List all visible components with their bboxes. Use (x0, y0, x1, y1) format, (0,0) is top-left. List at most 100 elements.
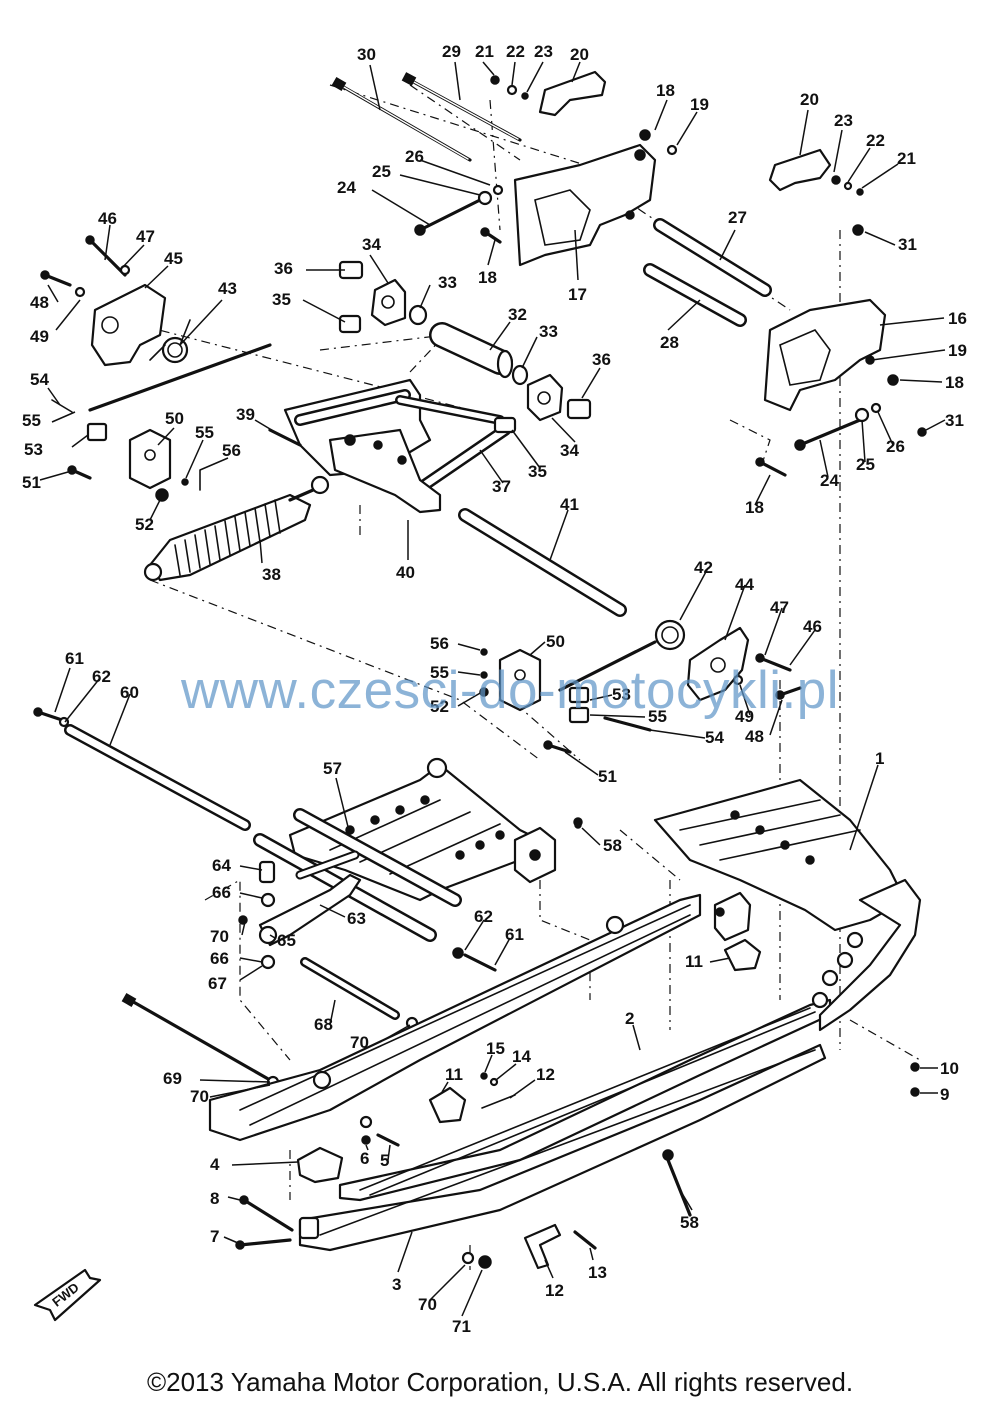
callout-53: 53 (612, 685, 631, 704)
callout-6: 6 (360, 1149, 369, 1168)
block-50-right (479, 648, 542, 712)
torsion-spring-42 (558, 619, 686, 692)
callout-5: 5 (380, 1151, 389, 1170)
clip-12-13-lower (523, 1223, 597, 1270)
callout-31: 31 (945, 411, 964, 430)
callout-18: 18 (478, 268, 497, 287)
shock-absorber-38 (143, 475, 330, 582)
callout-19: 19 (948, 341, 967, 360)
fwd-arrow-icon: FWD (33, 1268, 102, 1322)
callout-38: 38 (262, 565, 281, 584)
callout-70: 70 (350, 1033, 369, 1052)
callout-22: 22 (866, 131, 885, 150)
swing-arm-40 (268, 378, 511, 514)
callout-12: 12 (536, 1065, 555, 1084)
callout-18: 18 (745, 498, 764, 517)
callout-54: 54 (705, 728, 724, 747)
callout-48: 48 (30, 293, 49, 312)
callout-19: 19 (690, 95, 709, 114)
bracket-45 (40, 235, 167, 367)
washer-33-mid (511, 364, 529, 386)
bracket-44 (686, 626, 750, 702)
callout-43: 43 (218, 279, 237, 298)
callout-52: 52 (430, 697, 449, 716)
callout-61: 61 (505, 925, 524, 944)
callout-7: 7 (210, 1227, 219, 1246)
bolt-24-25-26-right (794, 402, 927, 451)
block-34-mid (526, 373, 564, 422)
callout-44: 44 (735, 575, 754, 594)
callout-30: 30 (357, 45, 376, 64)
callout-70: 70 (190, 1087, 209, 1106)
callout-17: 17 (568, 285, 587, 304)
callout-2: 2 (625, 1009, 634, 1028)
callout-47: 47 (136, 227, 155, 246)
callout-23: 23 (534, 42, 553, 61)
callout-16: 16 (948, 309, 967, 328)
callout-13: 13 (588, 1263, 607, 1282)
callout-23: 23 (834, 111, 853, 130)
callout-55: 55 (195, 423, 214, 442)
callout-24: 24 (337, 178, 356, 197)
callout-20: 20 (800, 90, 819, 109)
callout-26: 26 (886, 437, 905, 456)
wheel-assembly-57 (513, 817, 583, 884)
bolt-7-8 (235, 1195, 294, 1250)
hardware-51-56-left (51, 399, 201, 502)
callout-70: 70 (418, 1295, 437, 1314)
side-bracket-17 (513, 143, 657, 267)
bolt-69 (121, 993, 280, 1089)
callout-61: 61 (65, 649, 84, 668)
callout-15: 15 (486, 1039, 505, 1058)
bolt-58-lower (662, 1149, 692, 1217)
idler-wheel-set (713, 891, 752, 942)
callout-56: 56 (222, 441, 241, 460)
hardware-46-49-right (732, 653, 802, 700)
copyright-notice: ©2013 Yamaha Motor Corporation, U.S.A. A… (146, 1367, 854, 1397)
callout-3: 3 (392, 1275, 401, 1294)
callout-58: 58 (603, 836, 622, 855)
callout-33: 33 (539, 322, 558, 341)
callout-26: 26 (405, 147, 424, 166)
block-50-left (128, 428, 172, 490)
bolt-18-right (887, 374, 899, 386)
slide-rail-2 (208, 893, 702, 1142)
callout-29: 29 (442, 42, 461, 61)
callout-53: 53 (24, 440, 43, 459)
rear-idler-assembly-1 (653, 778, 922, 1032)
slider-11-right (723, 938, 762, 972)
callout-35: 35 (528, 462, 547, 481)
bolt-30 (331, 77, 472, 162)
callout-68: 68 (314, 1015, 333, 1034)
arm-63 (238, 850, 362, 970)
callout-49: 49 (30, 327, 49, 346)
runner-3 (298, 1043, 827, 1252)
callout-69: 69 (163, 1069, 182, 1088)
small-hardware-top (490, 75, 529, 100)
callout-47: 47 (770, 598, 789, 617)
callout-27: 27 (728, 208, 747, 227)
callout-67: 67 (208, 974, 227, 993)
callout-22: 22 (506, 42, 525, 61)
callout-66: 66 (212, 883, 231, 902)
bushing-36-mid (566, 398, 592, 420)
leader-lines (39, 61, 946, 1317)
callout-18: 18 (656, 81, 675, 100)
shaft-28 (643, 263, 747, 327)
callout-21: 21 (475, 42, 494, 61)
shaft-41 (458, 508, 627, 617)
callout-37: 37 (492, 477, 511, 496)
callout-51: 51 (22, 473, 41, 492)
bolt-31-top (852, 224, 864, 236)
callout-58: 58 (680, 1213, 699, 1232)
callout-48: 48 (745, 727, 764, 746)
callout-8: 8 (210, 1189, 219, 1208)
rod-54 (88, 343, 272, 412)
callout-55: 55 (22, 411, 41, 430)
callout-12: 12 (545, 1281, 564, 1300)
callout-4: 4 (210, 1155, 220, 1174)
callout-11: 11 (445, 1065, 463, 1084)
bolt-29 (401, 72, 522, 142)
callout-20: 20 (570, 45, 589, 64)
